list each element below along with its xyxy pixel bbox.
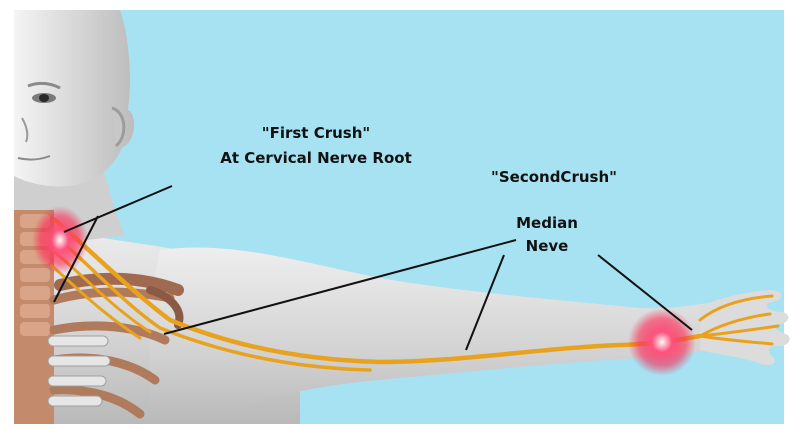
second-crush-label: "SecondCrush"	[491, 168, 617, 186]
median-label-line1: Median	[516, 214, 578, 232]
neck-hotspot-icon	[32, 206, 88, 274]
median-label-line2: Neve	[526, 237, 569, 255]
first-crush-title: "First Crush"	[262, 124, 370, 142]
left-pupil	[39, 94, 49, 102]
first-crush-subtitle: At Cervical Nerve Root	[220, 149, 412, 167]
wrist-hotspot-icon	[628, 308, 696, 376]
